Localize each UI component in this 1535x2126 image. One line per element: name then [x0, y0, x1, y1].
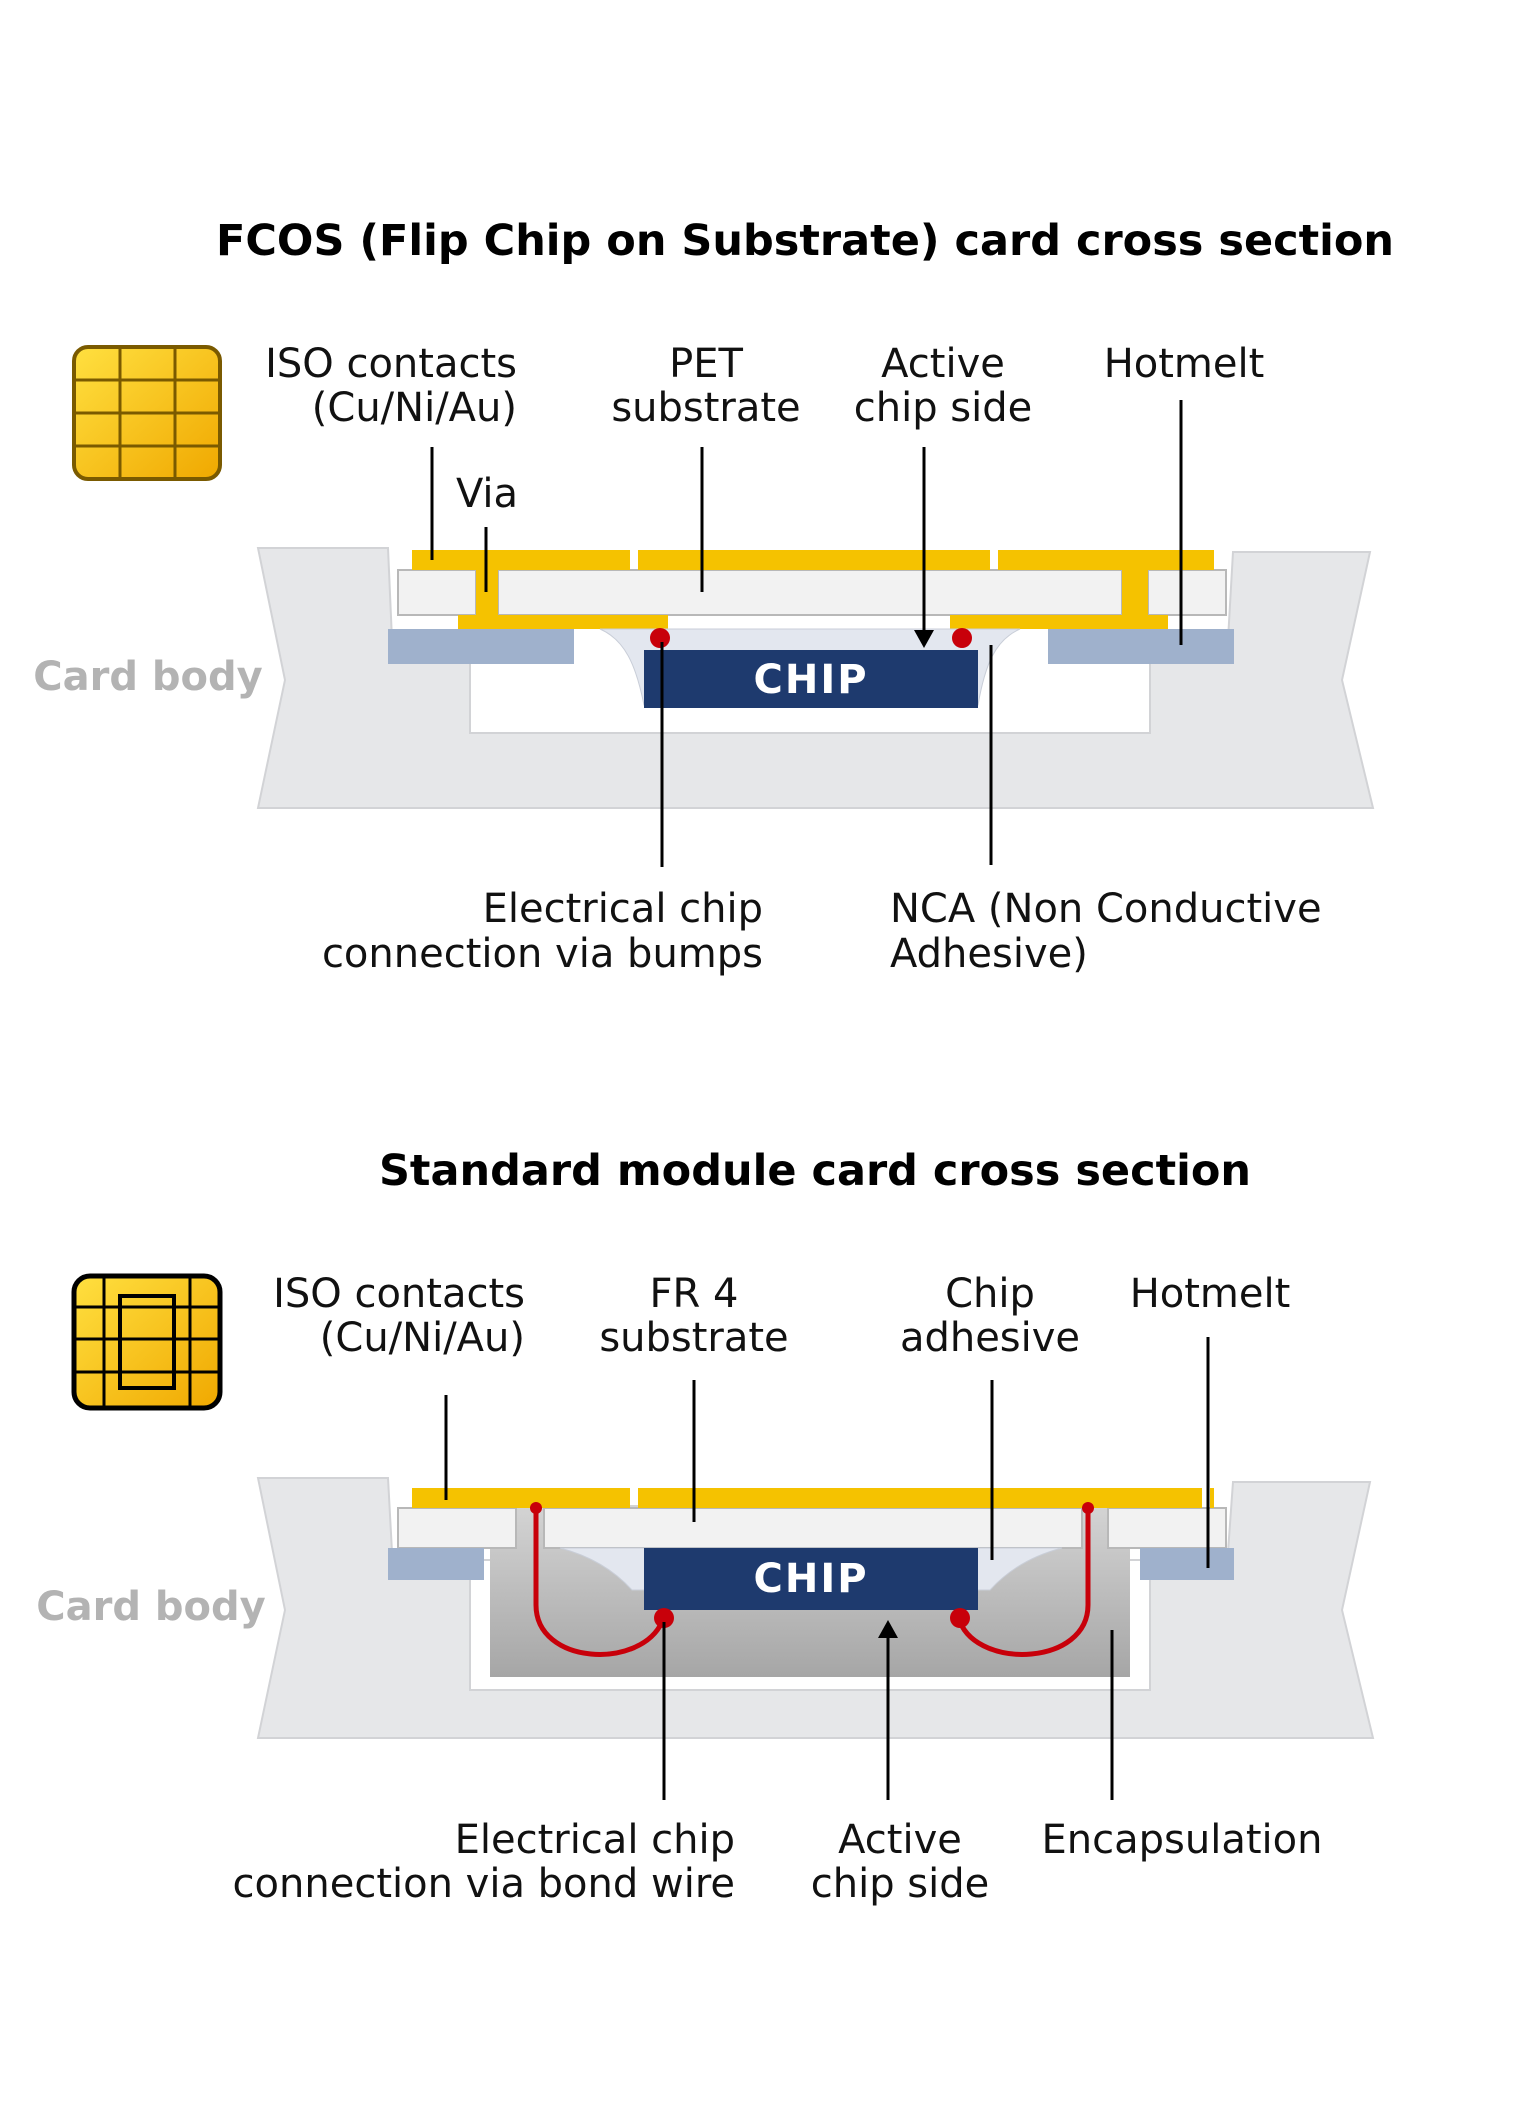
chip-contact-icon	[71, 1273, 223, 1411]
fr4-substrate-right	[1107, 1507, 1227, 1549]
label-nca-2: Adhesive)	[890, 931, 1088, 977]
label-fr4-1: FR 4	[650, 1271, 739, 1317]
label-iso-2: (Cu/Ni/Au)	[312, 385, 517, 431]
pet-substrate-left	[397, 569, 477, 616]
chip-label: CHIP	[753, 1556, 868, 1602]
bottom-trace-left	[458, 615, 668, 629]
label-pet-2: substrate	[611, 385, 800, 431]
fcos-section: FCOS (Flip Chip on Substrate) card cross…	[33, 216, 1394, 977]
fr4-substrate-left	[397, 1507, 517, 1549]
iso-contacts	[412, 1488, 1214, 1508]
label-via: Via	[456, 471, 518, 517]
arrow-active	[878, 1620, 898, 1638]
standard-section: Standard module card cross section	[36, 1146, 1375, 1907]
fcos-title: FCOS (Flip Chip on Substrate) card cross…	[216, 216, 1394, 266]
bond-pad-right	[950, 1608, 970, 1628]
fr4-substrate	[543, 1507, 1083, 1549]
label-iso-1: ISO contacts	[265, 341, 517, 387]
bond-wire-right	[957, 1510, 1091, 1657]
label-bumps-2: connection via bumps	[322, 931, 763, 977]
hotmelt	[1048, 629, 1234, 664]
hotmelt-left	[388, 629, 574, 664]
chip-contact-icon	[72, 345, 222, 481]
bond-pad-sub-left	[530, 1502, 542, 1514]
chip-label: CHIP	[753, 657, 868, 703]
label-bumps-1: Electrical chip	[483, 886, 763, 932]
label-adhesive-1: Chip	[945, 1271, 1035, 1317]
arrow-active	[914, 630, 934, 648]
label-active-1: Active	[881, 341, 1005, 387]
label-active-1: Active	[838, 1817, 962, 1863]
chip	[644, 1548, 978, 1610]
label-card-body: Card body	[33, 654, 262, 700]
label-bond-2: connection via bond wire	[233, 1861, 735, 1907]
label-active-2: chip side	[811, 1861, 990, 1907]
standard-title: Standard module card cross section	[379, 1146, 1251, 1196]
label-iso-1: ISO contacts	[273, 1271, 525, 1317]
label-encapsulation: Encapsulation	[1042, 1817, 1323, 1863]
label-hotmelt: Hotmelt	[1104, 341, 1265, 387]
hotmelt	[1140, 1548, 1234, 1580]
pet-substrate-right	[1147, 569, 1227, 616]
pet-substrate	[497, 569, 1123, 616]
bump-right	[952, 628, 972, 648]
hotmelt-left	[388, 1548, 484, 1580]
iso-contacts	[412, 550, 1214, 570]
label-nca-1: NCA (Non Conductive	[890, 886, 1322, 932]
label-iso-2: (Cu/Ni/Au)	[320, 1315, 525, 1361]
bond-pad-sub-right	[1082, 1502, 1094, 1514]
label-hotmelt: Hotmelt	[1130, 1271, 1291, 1317]
chip	[644, 650, 978, 708]
label-active-2: chip side	[854, 385, 1033, 431]
bond-pad-left	[654, 1608, 674, 1628]
label-bond-1: Electrical chip	[455, 1817, 735, 1863]
bottom-trace-right	[950, 615, 1168, 629]
bond-wire-left	[533, 1510, 665, 1657]
bump-left	[650, 628, 670, 648]
label-adhesive-2: adhesive	[900, 1315, 1080, 1361]
label-fr4-2: substrate	[599, 1315, 788, 1361]
label-card-body: Card body	[36, 1584, 265, 1630]
label-pet-1: PET	[669, 341, 743, 387]
via-right	[1122, 565, 1148, 617]
